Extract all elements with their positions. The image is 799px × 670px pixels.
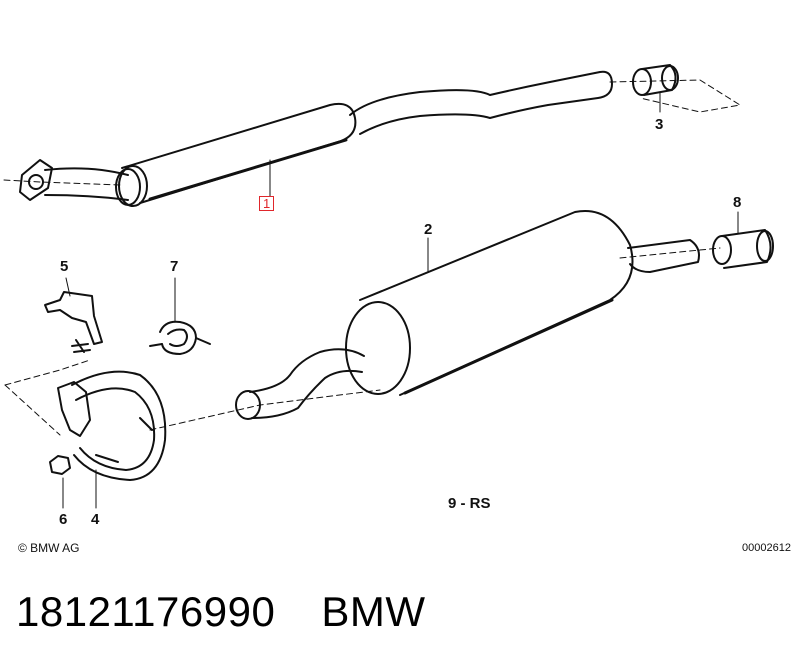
callout-2[interactable]: 2 [424, 221, 433, 238]
rear-silencer [235, 210, 700, 420]
part-number: 18121176990 [16, 588, 276, 635]
callout-1[interactable]: 1 [259, 196, 275, 211]
centre-lines [3, 79, 741, 436]
diagram-code: 00002612 [742, 542, 791, 554]
callout-6[interactable]: 6 [59, 511, 68, 528]
brand-name: BMW [321, 588, 426, 635]
nut-6 [49, 455, 71, 509]
sleeve-3 [632, 64, 679, 113]
callout-5[interactable]: 5 [60, 258, 69, 275]
clip-7 [149, 277, 211, 355]
bracket-5 [44, 277, 103, 353]
callout-3[interactable]: 3 [655, 116, 664, 133]
clamp-4 [57, 370, 167, 509]
callout-9-rs[interactable]: 9 - RS [448, 495, 491, 512]
callout-7[interactable]: 7 [170, 258, 179, 275]
front-silencer-pipe [19, 70, 613, 207]
callout-4[interactable]: 4 [91, 511, 100, 528]
sleeve-8 [712, 211, 774, 269]
callout-8[interactable]: 8 [733, 194, 742, 211]
caption: 18121176990 BMW [16, 588, 471, 636]
copyright-text: © BMW AG [18, 541, 80, 555]
